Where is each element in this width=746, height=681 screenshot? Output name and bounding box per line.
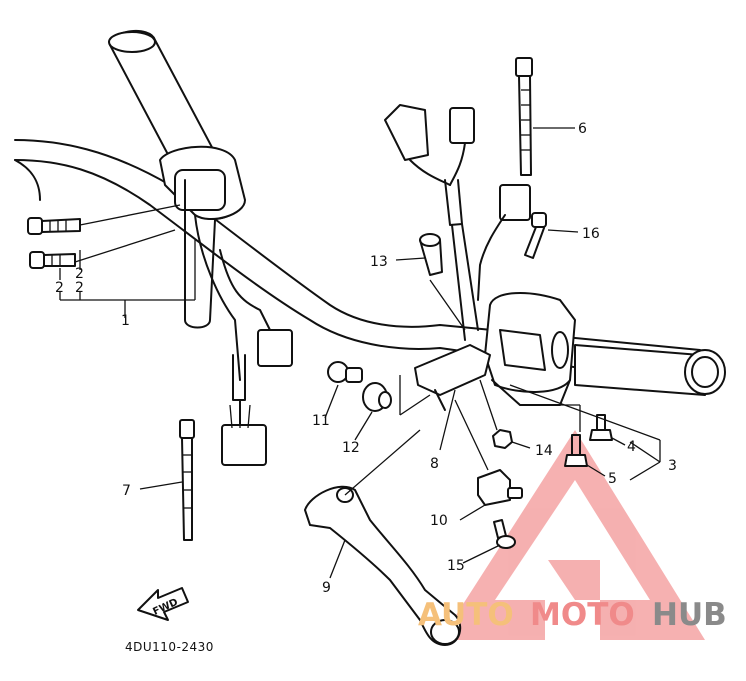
leader-lines-3 [509, 384, 661, 481]
diagram-code: 4DU110-2430 [125, 640, 214, 654]
handlebar [14, 139, 701, 386]
screw-15 [462, 519, 516, 564]
left-grip [108, 29, 293, 466]
fwd-arrow-icon: FWD [137, 587, 189, 621]
part-num-2a: 2 [55, 280, 64, 296]
part-num-16: 16 [582, 226, 600, 242]
right-switch-housing [484, 292, 576, 406]
right-grip [574, 344, 726, 396]
clutch-lever-9 [304, 429, 462, 646]
leader-lines-left [59, 204, 196, 318]
part-num-9: 9 [322, 580, 331, 596]
screw-16 [524, 212, 579, 259]
screw-left-lower [29, 251, 76, 269]
watermark-moto: MOTO [530, 597, 635, 633]
part-number-labels: 1 2 2 2 3 4 5 6 7 8 9 10 11 12 13 14 15 … [55, 121, 677, 596]
part-num-14: 14 [535, 443, 553, 459]
part-num-6: 6 [578, 121, 587, 137]
part-num-7: 7 [122, 483, 131, 499]
part-num-1: 1 [121, 313, 130, 329]
watermark-auto: AUTO [418, 597, 514, 633]
part-num-8: 8 [430, 456, 439, 472]
part-num-12: 12 [342, 440, 360, 456]
adjuster-wheel-12 [354, 382, 392, 441]
connector-top [384, 104, 531, 341]
part-num-10: 10 [430, 513, 448, 529]
part-num-13: 13 [370, 254, 388, 270]
part-num-4: 4 [627, 439, 636, 455]
part-num-2c: 2 [75, 266, 84, 282]
screw-5 [564, 434, 606, 477]
part-num-15: 15 [447, 558, 465, 574]
screw-13 [395, 233, 466, 331]
screw-left-upper [27, 217, 81, 235]
lever-bracket-8 [399, 344, 491, 451]
watermark-logo [440, 430, 705, 640]
part-num-2b: 2 [75, 280, 84, 296]
cable-tie-6 [515, 57, 575, 176]
watermark-hub: HUB [652, 597, 727, 633]
part-num-3: 3 [668, 458, 677, 474]
adjuster-11 [324, 361, 363, 419]
cable-tie-7 [139, 419, 195, 541]
switch-10 [454, 399, 523, 521]
nut-14 [479, 379, 531, 449]
part-num-5: 5 [608, 471, 617, 487]
part-num-11: 11 [312, 413, 330, 429]
screw-4 [589, 414, 626, 446]
watermark-text: AUTO MOTO HUB [418, 597, 727, 633]
